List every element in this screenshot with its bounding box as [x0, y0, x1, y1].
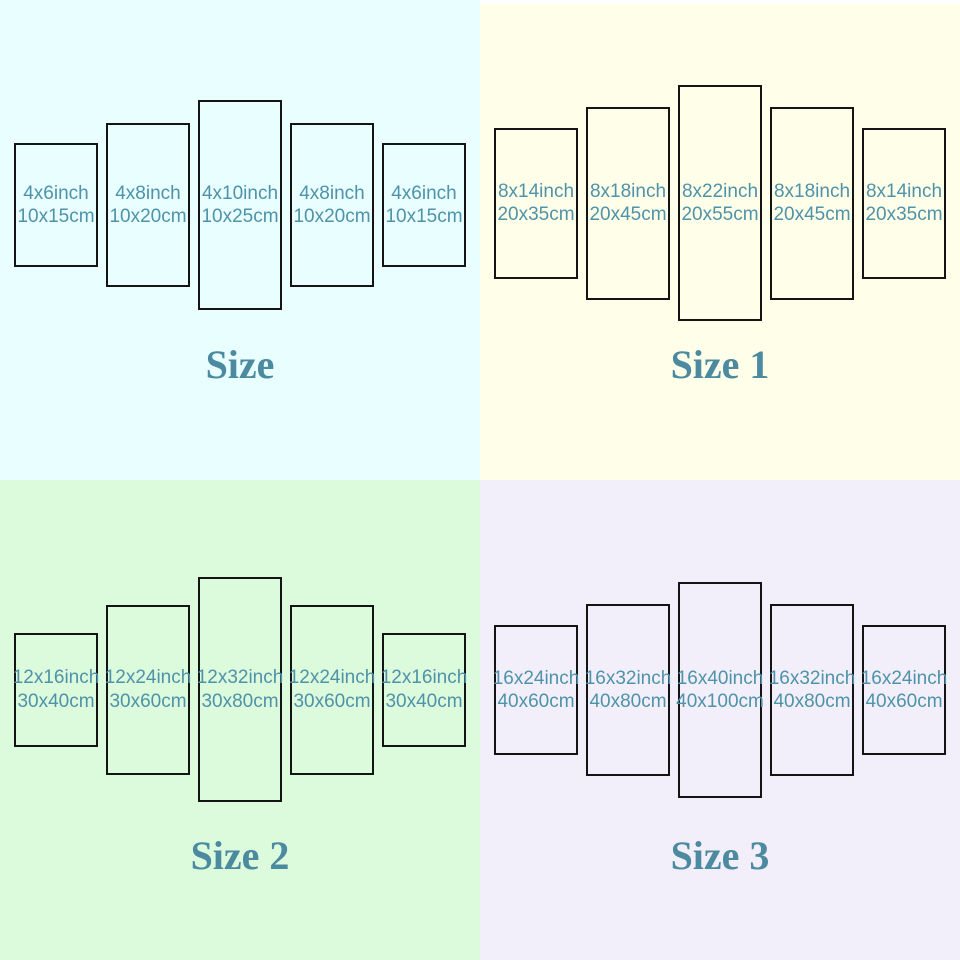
panel-size-cm: 30x80cm: [201, 690, 279, 712]
panel-label: 4x8inch 10x20cm: [109, 182, 186, 228]
panel-size-inch: 8x14inch: [497, 180, 575, 202]
panel-size-inch: 4x8inch: [115, 182, 181, 204]
panel-label: 16x32inch 40x80cm: [769, 667, 856, 713]
panel-size-inch: 12x16inch: [380, 667, 468, 689]
panel: 12x16inch 30x40cm: [13, 632, 100, 747]
panel-size-cm: 30x60cm: [293, 690, 371, 712]
panel: 4x8inch 10x20cm: [106, 123, 190, 287]
top-white-strip: [480, 0, 960, 4]
quadrant-size: 4x6inch 10x15cm 4x8inch 10x20cm 4x10inch…: [0, 0, 480, 480]
panel-size-inch: 8x18inch: [589, 180, 667, 202]
panel-label: 12x32inch 30x80cm: [197, 666, 284, 712]
panel-size-cm: 30x40cm: [385, 690, 463, 712]
panel-label: 4x6inch 10x15cm: [385, 182, 462, 228]
panel: 8x18inch 20x45cm: [586, 106, 670, 300]
panel-size-inch: 16x40inch: [676, 667, 764, 689]
panel-size-cm: 10x20cm: [109, 206, 187, 227]
panel: 8x14inch 20x35cm: [494, 127, 578, 279]
panel-label: 4x6inch 10x15cm: [17, 182, 94, 228]
quadrant-title: Size 3: [670, 833, 770, 878]
panel-label: 8x22inch 20x55cm: [681, 180, 758, 226]
panel-row: 16x24inch 40x60cm 16x32inch 40x80cm 16x4…: [480, 582, 960, 798]
panel-size-cm: 20x55cm: [681, 204, 759, 225]
panel-size-cm: 10x20cm: [293, 206, 371, 227]
panel: 16x32inch 40x80cm: [585, 604, 672, 776]
panel: 12x32inch 30x80cm: [197, 577, 284, 802]
panel: 4x6inch 10x15cm: [382, 143, 466, 267]
panel: 4x8inch 10x20cm: [290, 123, 374, 287]
panel-row: 4x6inch 10x15cm 4x8inch 10x20cm 4x10inch…: [0, 100, 480, 310]
panel-size-cm: 20x45cm: [773, 204, 851, 225]
panel-label: 12x16inch 30x40cm: [13, 666, 100, 712]
panel: 16x24inch 40x60cm: [493, 625, 580, 755]
panel-label: 12x24inch 30x60cm: [105, 666, 192, 712]
panel: 16x32inch 40x80cm: [769, 604, 856, 776]
panel: 4x6inch 10x15cm: [14, 143, 98, 267]
panel-label: 8x18inch 20x45cm: [773, 180, 850, 226]
panel: 8x22inch 20x55cm: [678, 85, 762, 321]
panel-size-cm: 20x35cm: [497, 204, 575, 225]
quadrant-size-2: 12x16inch 30x40cm 12x24inch 30x60cm 12x3…: [0, 480, 480, 960]
panel-label: 4x8inch 10x20cm: [293, 182, 370, 228]
panel: 4x10inch 10x25cm: [198, 100, 282, 310]
panel-size-cm: 20x45cm: [589, 204, 667, 225]
panel-size-inch: 4x10inch: [201, 182, 279, 204]
panel: 8x18inch 20x45cm: [770, 106, 854, 300]
quadrant-title: Size 1: [670, 342, 770, 387]
panel-label: 16x24inch 40x60cm: [861, 667, 948, 713]
panel-size-inch: 16x24inch: [860, 667, 948, 689]
panel-size-inch: 12x32inch: [196, 667, 284, 689]
panel-label: 8x18inch 20x45cm: [589, 180, 666, 226]
quadrant-title: Size 2: [190, 833, 290, 878]
panel-size-cm: 10x15cm: [385, 206, 463, 227]
panel-size-inch: 12x24inch: [104, 667, 192, 689]
panel-size-inch: 12x16inch: [12, 667, 100, 689]
panel-size-inch: 16x32inch: [584, 667, 672, 689]
panel-size-cm: 20x35cm: [865, 204, 943, 225]
panel-size-cm: 30x60cm: [109, 690, 187, 712]
panel-label: 16x40inch 40x100cm: [676, 667, 764, 713]
panel-label: 16x32inch 40x80cm: [585, 667, 672, 713]
panel-size-cm: 40x80cm: [773, 691, 851, 712]
panel-row: 12x16inch 30x40cm 12x24inch 30x60cm 12x3…: [0, 577, 480, 802]
panel-size-cm: 30x40cm: [17, 690, 95, 712]
panel-row: 8x14inch 20x35cm 8x18inch 20x45cm 8x22in…: [480, 85, 960, 321]
quadrant-size-3: 16x24inch 40x60cm 16x32inch 40x80cm 16x4…: [480, 480, 960, 960]
panel-size-cm: 40x60cm: [865, 691, 943, 712]
panel-size-cm: 40x100cm: [676, 691, 764, 712]
panel-label: 16x24inch 40x60cm: [493, 667, 580, 713]
panel-size-inch: 16x24inch: [492, 667, 580, 689]
panel: 12x24inch 30x60cm: [105, 604, 192, 775]
panel: 8x14inch 20x35cm: [862, 127, 946, 279]
panel-size-inch: 16x32inch: [768, 667, 856, 689]
panel: 16x40inch 40x100cm: [676, 582, 764, 798]
panel-label: 8x14inch 20x35cm: [497, 180, 574, 226]
panel-size-cm: 10x25cm: [201, 206, 279, 227]
panel-size-inch: 4x8inch: [299, 182, 365, 204]
panel-size-cm: 10x15cm: [17, 206, 95, 227]
panel-size-inch: 4x6inch: [23, 182, 89, 204]
quadrant-title: Size: [205, 342, 275, 387]
quadrant-size-1: 8x14inch 20x35cm 8x18inch 20x45cm 8x22in…: [480, 0, 960, 480]
panel: 16x24inch 40x60cm: [861, 625, 948, 755]
panel-size-inch: 4x6inch: [391, 182, 457, 204]
panel-size-inch: 8x14inch: [865, 180, 943, 202]
panel: 12x16inch 30x40cm: [381, 632, 468, 747]
panel-label: 12x24inch 30x60cm: [289, 666, 376, 712]
panel-size-cm: 40x80cm: [589, 691, 667, 712]
panel-size-cm: 40x60cm: [497, 691, 575, 712]
panel-size-inch: 8x22inch: [681, 180, 759, 202]
panel-label: 12x16inch 30x40cm: [381, 666, 468, 712]
panel-size-inch: 8x18inch: [773, 180, 851, 202]
panel-label: 4x10inch 10x25cm: [201, 182, 278, 228]
panel-size-inch: 12x24inch: [288, 667, 376, 689]
panel-label: 8x14inch 20x35cm: [865, 180, 942, 226]
panel: 12x24inch 30x60cm: [289, 604, 376, 775]
